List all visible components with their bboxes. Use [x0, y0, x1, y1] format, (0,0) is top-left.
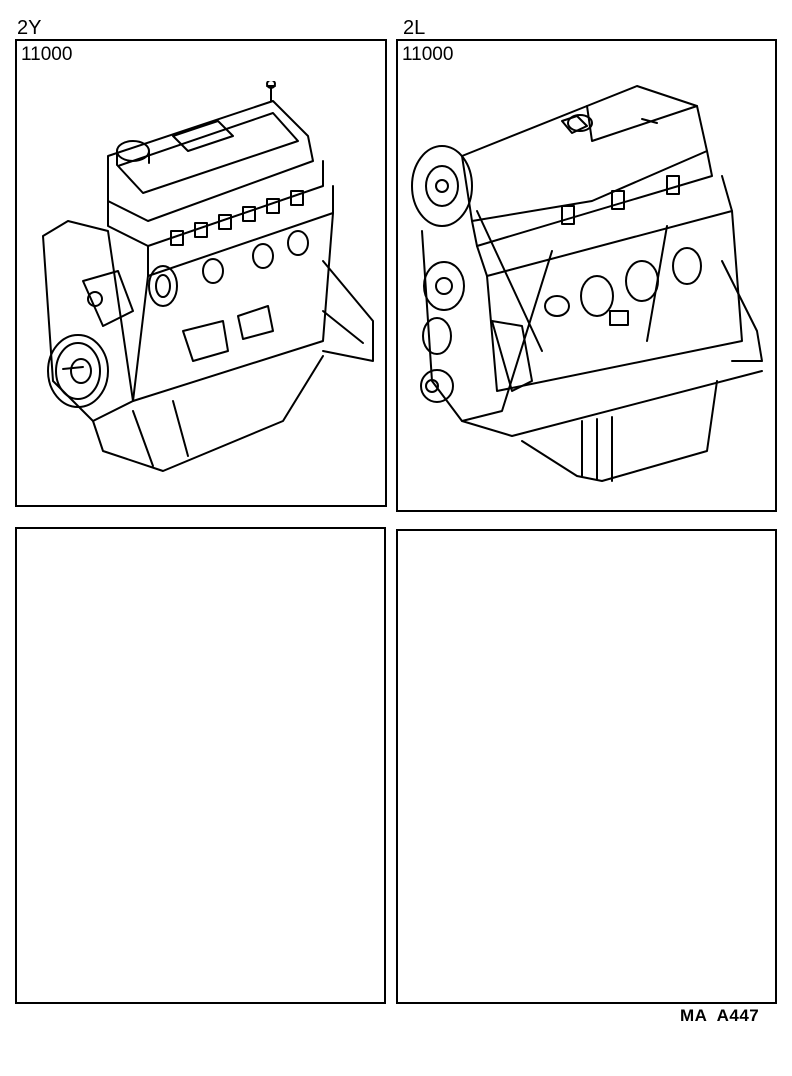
- part-number: 11000: [21, 44, 73, 65]
- illustration-code: MA A447: [680, 1006, 760, 1025]
- engine-2l-illustration: [402, 81, 774, 505]
- engine-code-2l: 2L: [403, 17, 426, 39]
- panel-empty-bottom-right[interactable]: [396, 529, 777, 1004]
- panel-2y-engine[interactable]: 11000: [15, 39, 387, 507]
- part-number: 11000: [402, 44, 454, 65]
- panel-2l-engine[interactable]: 11000: [396, 39, 777, 512]
- panel-empty-bottom-left[interactable]: [15, 527, 386, 1004]
- engine-2y-illustration: [23, 81, 383, 501]
- engine-code-2y: 2Y: [17, 17, 42, 39]
